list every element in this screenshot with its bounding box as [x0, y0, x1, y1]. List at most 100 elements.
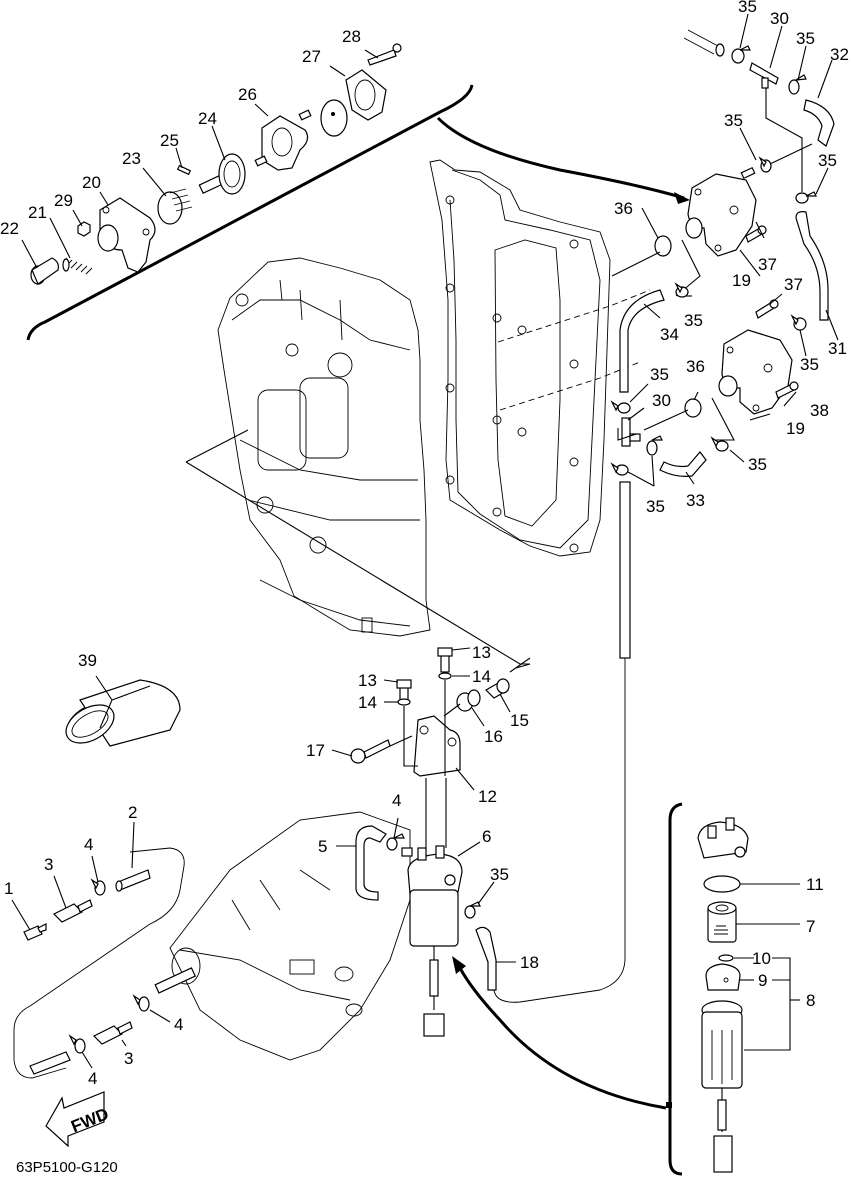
part-34-hose	[619, 289, 665, 393]
callout-16: 16	[484, 727, 503, 746]
reference-arrow-top	[436, 116, 685, 200]
part-4-clamp-c	[68, 1034, 86, 1054]
part-13-bolt-a	[437, 647, 453, 673]
clamp-35-e	[674, 282, 689, 298]
callout-35: 35	[738, 0, 757, 16]
callout-36: 36	[686, 357, 705, 376]
part-29-nut	[77, 221, 91, 237]
callout-11: 11	[806, 875, 824, 894]
part-30-tee-top	[749, 62, 779, 89]
callout-14: 14	[358, 693, 377, 712]
callout-14: 14	[472, 667, 491, 686]
part-14-washer-b	[397, 698, 411, 706]
callout-3: 3	[124, 1049, 133, 1068]
part-5-hose	[355, 825, 387, 901]
callout-20: 20	[82, 173, 101, 192]
callout-30: 30	[652, 391, 671, 410]
callout-37: 37	[784, 275, 803, 294]
callout-6: 6	[482, 827, 491, 846]
part-36-oring-lower	[684, 398, 702, 418]
callout-17: 17	[306, 741, 325, 760]
part-4-clamp-d	[386, 833, 405, 851]
reference-arrow-bottom	[458, 967, 667, 1110]
callout-31: 31	[828, 339, 847, 358]
callout-3: 3	[44, 855, 53, 874]
leaders-right	[627, 13, 839, 487]
arrowhead-top	[674, 192, 690, 204]
clamp-35-f	[790, 314, 807, 331]
part-7-element	[707, 901, 737, 943]
callout-39: 39	[78, 651, 97, 670]
fuel-pump-19-lower	[718, 329, 793, 415]
callout-35: 35	[800, 355, 819, 374]
clamp-35-i	[646, 435, 663, 456]
callout-25: 25	[160, 131, 179, 150]
callout-23: 23	[122, 149, 141, 168]
callout-36: 36	[614, 199, 633, 218]
callout-8: 8	[806, 991, 815, 1010]
inset-frame-top-left	[26, 84, 474, 341]
callout-34: 34	[660, 325, 679, 344]
part-14-washer-a	[438, 672, 452, 680]
part-28-screw	[367, 43, 402, 66]
clamp-35-j	[610, 462, 629, 476]
callout-35: 35	[748, 455, 767, 474]
arrowhead-bottom	[452, 956, 466, 974]
callout-32: 32	[830, 45, 849, 64]
part-21-spring	[62, 257, 93, 275]
leaders-top-left	[21, 49, 379, 269]
part-22-sleeve	[30, 257, 59, 285]
callout-30: 30	[770, 9, 789, 28]
part-17-bolt	[350, 739, 391, 764]
part-15-bushing	[485, 678, 510, 699]
part-12-bracket	[413, 715, 461, 777]
hose-upper-left	[683, 29, 725, 57]
callout-9: 9	[758, 971, 767, 990]
callout-22: 22	[0, 219, 19, 238]
part-26-pump-body	[254, 109, 312, 171]
callout-15: 15	[510, 711, 529, 730]
callout-4: 4	[392, 791, 401, 810]
callout-10: 10	[752, 949, 771, 968]
clamp-35-d	[795, 191, 817, 204]
leaders-filter-inset	[734, 957, 800, 1051]
part-23-spring	[157, 188, 193, 225]
callout-4: 4	[174, 1015, 183, 1034]
part-8-bowl	[701, 1000, 743, 1173]
part-18-hose	[475, 926, 497, 991]
part-39-cover	[65, 679, 181, 747]
clamp-35-g	[710, 436, 729, 452]
leader-6	[457, 841, 481, 857]
part-9-float	[705, 963, 741, 991]
part-38-bolt	[775, 381, 799, 399]
part-3-connector-b	[92, 1021, 133, 1045]
callout-35: 35	[490, 865, 509, 884]
ref-line-b	[499, 361, 641, 411]
part-11-oring	[703, 875, 741, 893]
fuel-filter-6	[401, 845, 463, 1037]
filter-head	[697, 817, 749, 859]
callout-35: 35	[796, 29, 815, 48]
callout-19: 19	[732, 271, 751, 290]
callout-27: 27	[302, 47, 321, 66]
clamp-35-b	[788, 74, 807, 95]
part-36-oring-top	[654, 235, 672, 257]
fuel-line-to-filter	[493, 658, 626, 1003]
callout-1: 1	[4, 879, 13, 898]
clamp-35-c	[758, 156, 772, 173]
callout-5: 5	[318, 837, 327, 856]
leaders-bracket	[331, 647, 511, 791]
part-10-ring	[718, 954, 734, 962]
ref-line-bracket-filter	[425, 778, 447, 850]
callout-4: 4	[88, 1069, 97, 1088]
callout-35: 35	[818, 151, 837, 170]
callout-26: 26	[238, 85, 257, 104]
hose-loop	[13, 847, 185, 1079]
part-27-cover	[320, 69, 387, 137]
leaders-lower-left	[11, 817, 399, 1069]
clamp-35-h	[610, 400, 631, 414]
clamp-35-filter	[464, 901, 481, 919]
fuel-line-vertical	[619, 481, 631, 659]
callout-19: 19	[786, 419, 805, 438]
